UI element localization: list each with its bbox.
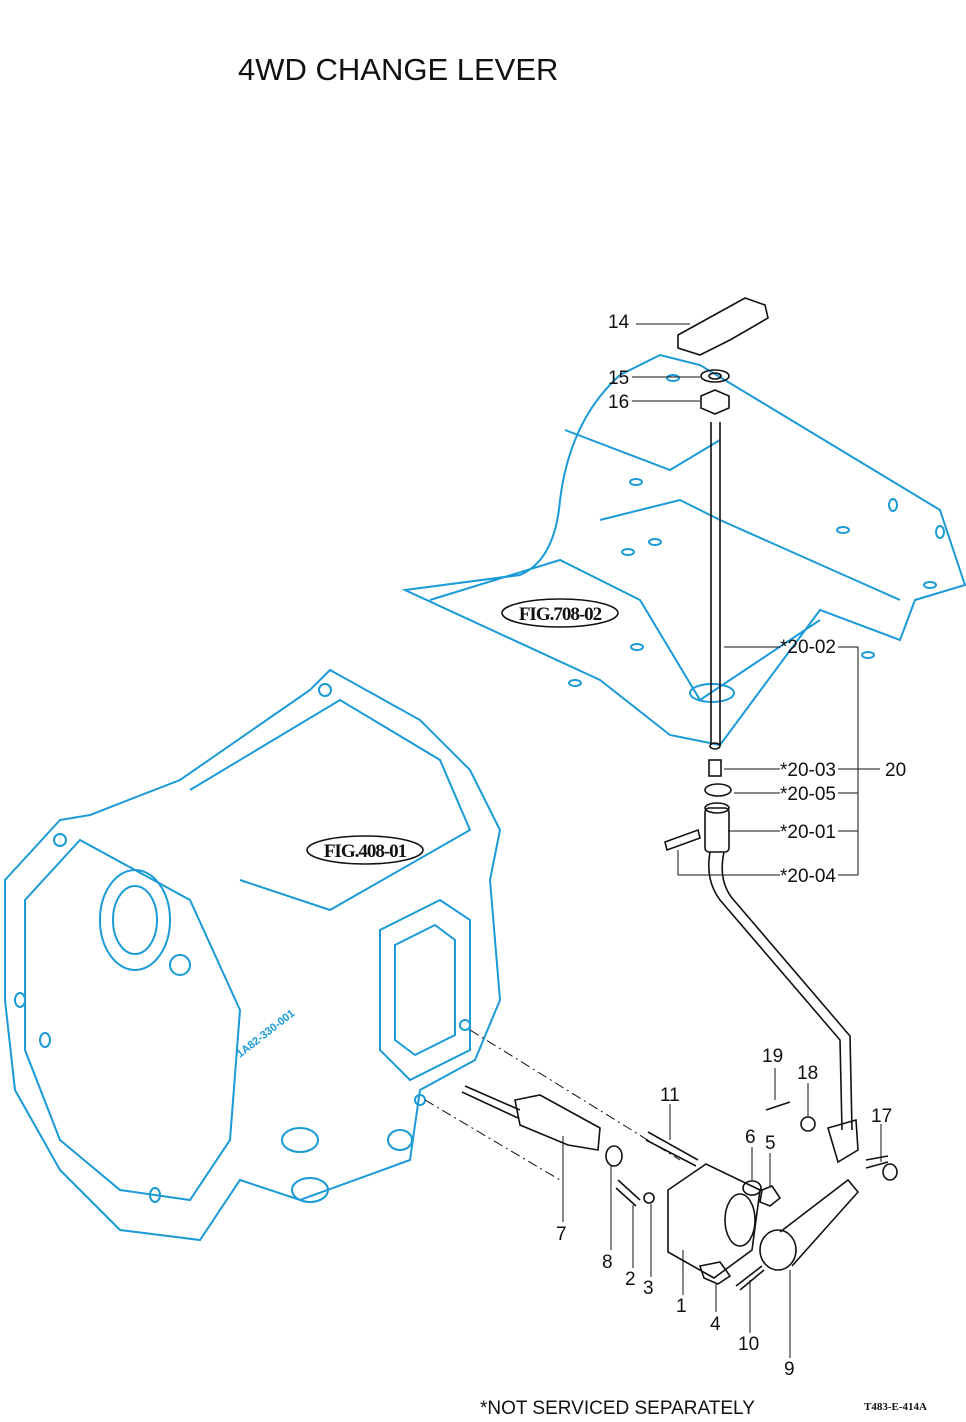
- callout-17: 17: [871, 1106, 892, 1127]
- callout-8: 8: [602, 1252, 613, 1273]
- callout-1: 1: [676, 1296, 687, 1317]
- floor-plate: [401, 353, 966, 747]
- callout-18: 18: [797, 1063, 818, 1084]
- callout-20: 20: [885, 760, 906, 781]
- callout-19: 19: [762, 1046, 783, 1067]
- callout-2: 2: [625, 1269, 636, 1290]
- callout-3: 3: [643, 1278, 654, 1299]
- callout-6: 6: [745, 1127, 756, 1148]
- leader-lines: [562, 323, 882, 1358]
- callout-20-05: *20-05: [780, 784, 836, 805]
- callout-labels: 14 15 16 *20-02 *20-03 *20-05 *20-01 *20…: [556, 312, 906, 1380]
- callout-5: 5: [765, 1133, 776, 1154]
- callout-10: 10: [738, 1334, 759, 1355]
- drawing-code: T483-E-414A: [864, 1401, 927, 1413]
- callout-20-02: *20-02: [780, 637, 836, 658]
- diagram-title: 4WD CHANGE LEVER: [238, 52, 559, 87]
- callout-16: 16: [608, 392, 629, 413]
- callout-4: 4: [710, 1314, 721, 1335]
- callout-11: 11: [660, 1085, 680, 1106]
- figure-ref-408-01[interactable]: FIG.408-01: [306, 835, 424, 865]
- callout-14: 14: [608, 312, 630, 333]
- figure-ref-708-02[interactable]: FIG.708-02: [501, 598, 619, 628]
- callout-9: 9: [784, 1359, 795, 1380]
- svg-text:FIG.708-02: FIG.708-02: [519, 604, 602, 625]
- footnote: *NOT SERVICED SEPARATELY: [480, 1398, 755, 1419]
- transmission-housing: 1A82-330-001: [4, 668, 502, 1242]
- parts: [424, 297, 898, 1291]
- callout-20-01: *20-01: [780, 822, 836, 843]
- callout-20-04: *20-04: [780, 866, 836, 887]
- callout-7: 7: [556, 1224, 567, 1245]
- casting-mark: 1A82-330-001: [234, 1008, 297, 1061]
- svg-text:FIG.408-01: FIG.408-01: [324, 841, 407, 862]
- callout-20-03: *20-03: [780, 760, 836, 781]
- callout-15: 15: [608, 368, 629, 389]
